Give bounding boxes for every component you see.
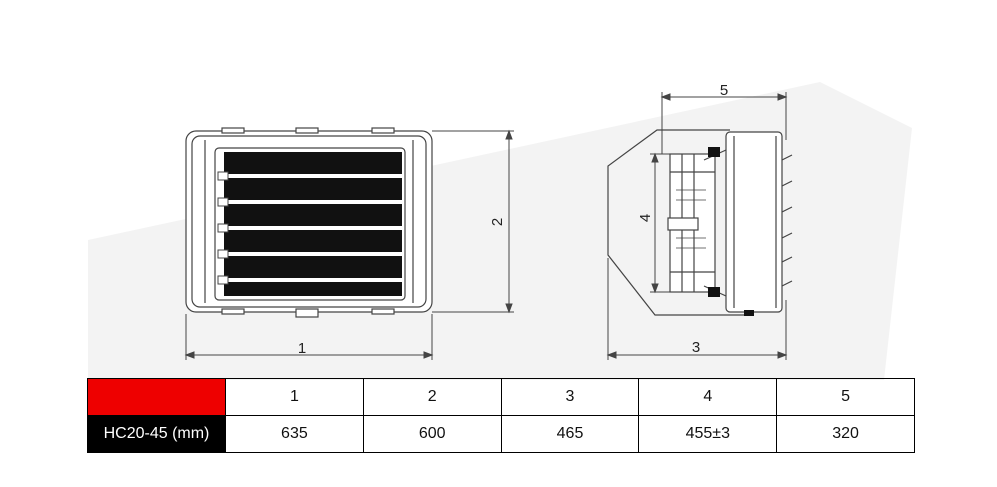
table-model-cell: HC20-45 (mm) bbox=[87, 415, 226, 453]
dim-label-1: 1 bbox=[298, 340, 306, 357]
louvre-blade bbox=[224, 256, 402, 278]
table-header-cell: 4 bbox=[638, 378, 778, 416]
table-header-cell: 1 bbox=[225, 378, 364, 416]
dim-label-4: 4 bbox=[637, 214, 654, 222]
louvre-blade bbox=[224, 282, 402, 296]
table-row: HC20-45 (mm) 635 600 465 455±3 320 bbox=[87, 415, 915, 453]
table-value-cell: 600 bbox=[362, 415, 502, 453]
table-value-cell: 635 bbox=[225, 415, 364, 453]
table-value-cell: 320 bbox=[776, 415, 915, 453]
side-dimensions bbox=[606, 92, 788, 360]
dim-label-5: 5 bbox=[720, 82, 728, 99]
table-corner-cell bbox=[87, 378, 226, 416]
louvre-blade bbox=[224, 178, 402, 200]
front-dimensions bbox=[184, 129, 514, 360]
dim-label-2: 2 bbox=[489, 218, 506, 226]
technical-drawing: 1 2 bbox=[88, 82, 912, 380]
dim-label-3: 3 bbox=[692, 339, 700, 356]
table-value-cell: 455±3 bbox=[638, 415, 778, 453]
table-header-cell: 5 bbox=[776, 378, 915, 416]
louvre-blade bbox=[224, 204, 402, 226]
louvre-blade bbox=[224, 152, 402, 174]
louvre-blade bbox=[224, 230, 402, 252]
front-louvres bbox=[217, 152, 402, 296]
dimensions-table: 1 2 3 4 5 HC20-45 (mm) 635 600 465 455±3… bbox=[87, 378, 915, 453]
side-view-clamps bbox=[708, 147, 754, 316]
table-header-cell: 2 bbox=[362, 378, 502, 416]
table-header-row: 1 2 3 4 5 bbox=[87, 378, 915, 416]
table-value-cell: 465 bbox=[500, 415, 640, 453]
side-view bbox=[607, 129, 793, 316]
table-header-cell: 3 bbox=[500, 378, 640, 416]
front-casing-inner bbox=[191, 135, 427, 308]
